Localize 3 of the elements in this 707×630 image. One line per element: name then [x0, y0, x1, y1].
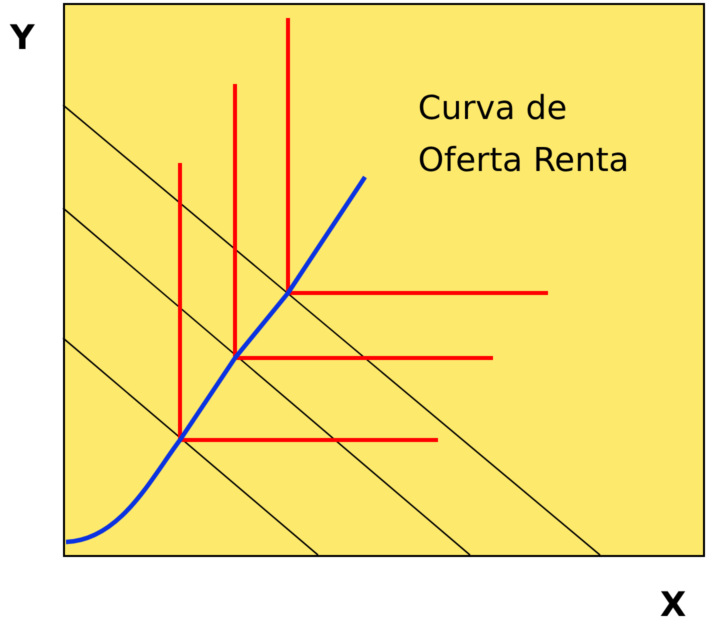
axis-label: Y: [10, 18, 35, 58]
axis-label: X: [660, 585, 686, 625]
curve-label: Curva de Oferta Renta: [418, 87, 630, 181]
